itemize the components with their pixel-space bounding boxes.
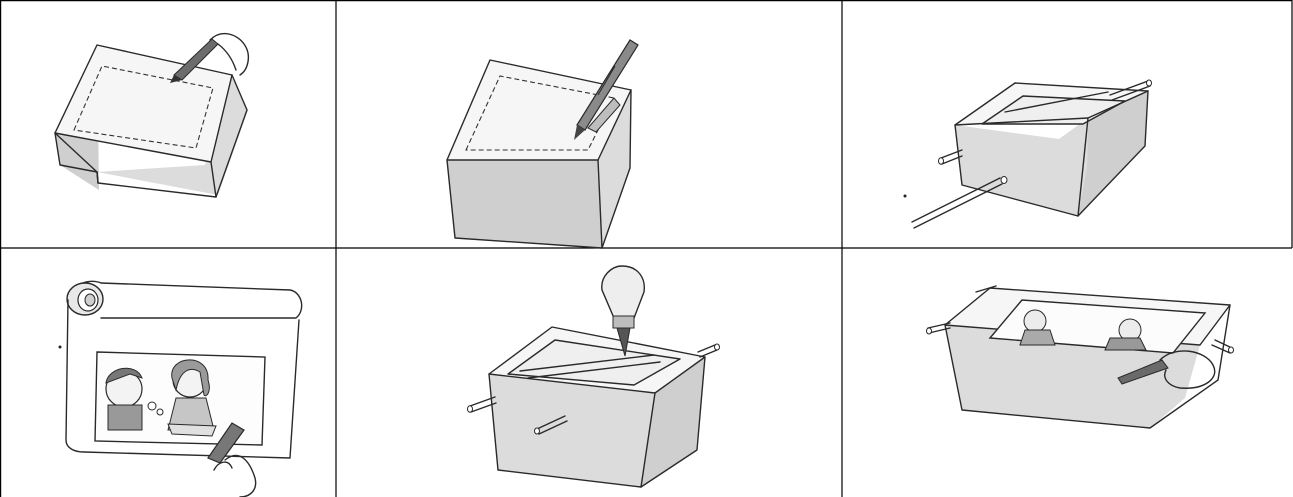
panel-4-draw-scroll <box>59 281 302 497</box>
panel-6-attach-scroll <box>927 286 1234 428</box>
panel-2-box-cut-lid <box>447 40 638 248</box>
panel-5-glue-box <box>468 266 720 487</box>
panel-1-box-mark-lid <box>55 34 248 197</box>
panel-3-box-insert-rods <box>904 80 1152 228</box>
